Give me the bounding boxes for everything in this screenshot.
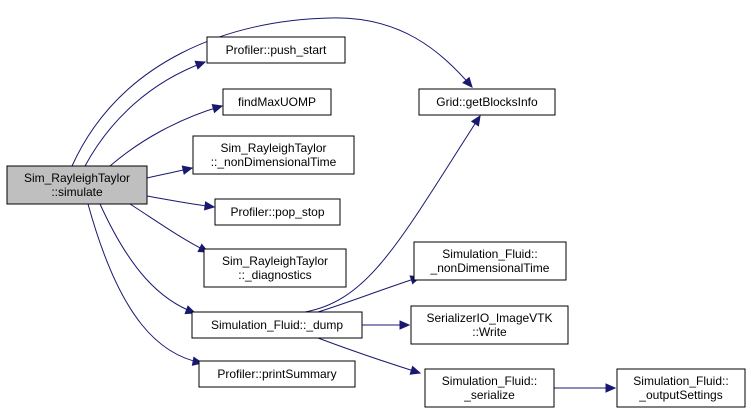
node-pop_stop[interactable]: Profiler::pop_stop bbox=[214, 198, 341, 226]
node-push_start[interactable]: Profiler::push_start bbox=[206, 36, 346, 64]
node-box[interactable] bbox=[198, 360, 356, 388]
node-label: SerializerIO_ImageVTK bbox=[426, 311, 552, 325]
edge-simulate-to-getBlocksInfo bbox=[71, 17, 473, 167]
node-label: Sim_RayleighTaylor bbox=[222, 254, 328, 268]
edge-simulate-to-printSummary bbox=[87, 203, 204, 366]
node-box[interactable] bbox=[222, 88, 332, 116]
node-rt_diagnostics[interactable]: Sim_RayleighTaylor::_diagnostics bbox=[203, 248, 347, 288]
node-label: ::Write bbox=[472, 325, 507, 339]
node-box[interactable] bbox=[418, 88, 556, 116]
node-label: Simulation_Fluid:: bbox=[633, 374, 728, 388]
node-label: Sim_RayleighTaylor bbox=[220, 141, 326, 155]
node-printSummary[interactable]: Profiler::printSummary bbox=[198, 360, 356, 388]
node-label: Grid::getBlocksInfo bbox=[436, 95, 538, 109]
node-rt_nonDimTime[interactable]: Sim_RayleighTaylor::_nonDimensionalTime bbox=[192, 135, 355, 175]
node-label: ::_nonDimensionalTime bbox=[211, 155, 337, 169]
node-getBlocksInfo[interactable]: Grid::getBlocksInfo bbox=[418, 88, 556, 116]
edge-simulate-to-dump bbox=[99, 203, 197, 315]
nodes: Sim_RayleighTaylor::simulate Profiler::pu… bbox=[6, 36, 746, 408]
node-label: Simulation_Fluid:: bbox=[442, 247, 537, 261]
node-box[interactable] bbox=[413, 241, 567, 281]
node-box[interactable] bbox=[424, 368, 555, 408]
node-label: Profiler::printSummary bbox=[217, 367, 336, 381]
edges bbox=[71, 17, 617, 393]
node-box[interactable] bbox=[206, 36, 346, 64]
node-box[interactable] bbox=[203, 248, 347, 288]
node-label: _serialize bbox=[463, 388, 515, 402]
node-box[interactable] bbox=[192, 135, 355, 175]
edge-simulate-to-pop_stop bbox=[146, 195, 216, 211]
node-label: ::simulate bbox=[51, 185, 103, 199]
edge-simulate-to-rt_nonDimTime bbox=[146, 165, 194, 179]
node-serialize[interactable]: Simulation_Fluid::_serialize bbox=[424, 368, 555, 408]
node-label: Profiler::push_start bbox=[226, 43, 327, 57]
node-label: Simulation_Fluid:: bbox=[442, 374, 537, 388]
node-label: ::_diagnostics bbox=[238, 268, 311, 282]
node-label: _nonDimensionalTime bbox=[430, 261, 550, 275]
node-outputSettings[interactable]: Simulation_Fluid::_outputSettings bbox=[616, 368, 746, 408]
node-box[interactable] bbox=[191, 311, 363, 339]
node-box[interactable] bbox=[6, 165, 148, 205]
node-label: Profiler::pop_stop bbox=[230, 205, 324, 219]
edge-simulate-to-rt_diagnostics bbox=[129, 203, 210, 253]
node-label: Sim_RayleighTaylor bbox=[24, 171, 130, 185]
node-label: findMaxUOMP bbox=[238, 95, 316, 109]
node-box[interactable] bbox=[410, 305, 569, 345]
node-label: Simulation_Fluid::_dump bbox=[211, 318, 343, 332]
node-box[interactable] bbox=[214, 198, 341, 226]
edge-serialize-to-outputSettings bbox=[553, 383, 617, 393]
edge-dump-to-getBlocksInfo bbox=[304, 114, 481, 313]
edge-dump-to-vtk_write bbox=[361, 320, 411, 330]
node-label: _outputSettings bbox=[638, 388, 722, 402]
edge-dump-to-serialize bbox=[317, 337, 422, 375]
edge-simulate-to-push_start bbox=[84, 60, 207, 167]
node-vtk_write[interactable]: SerializerIO_ImageVTK::Write bbox=[410, 305, 569, 345]
node-simulate[interactable]: Sim_RayleighTaylor::simulate bbox=[6, 165, 148, 205]
edge-simulate-to-findMaxUOMP bbox=[109, 104, 224, 167]
node-findMaxUOMP[interactable]: findMaxUOMP bbox=[222, 88, 332, 116]
node-box[interactable] bbox=[616, 368, 746, 408]
node-fluid_nonDimTime[interactable]: Simulation_Fluid::_nonDimensionalTime bbox=[413, 241, 567, 281]
node-dump[interactable]: Simulation_Fluid::_dump bbox=[191, 311, 363, 339]
